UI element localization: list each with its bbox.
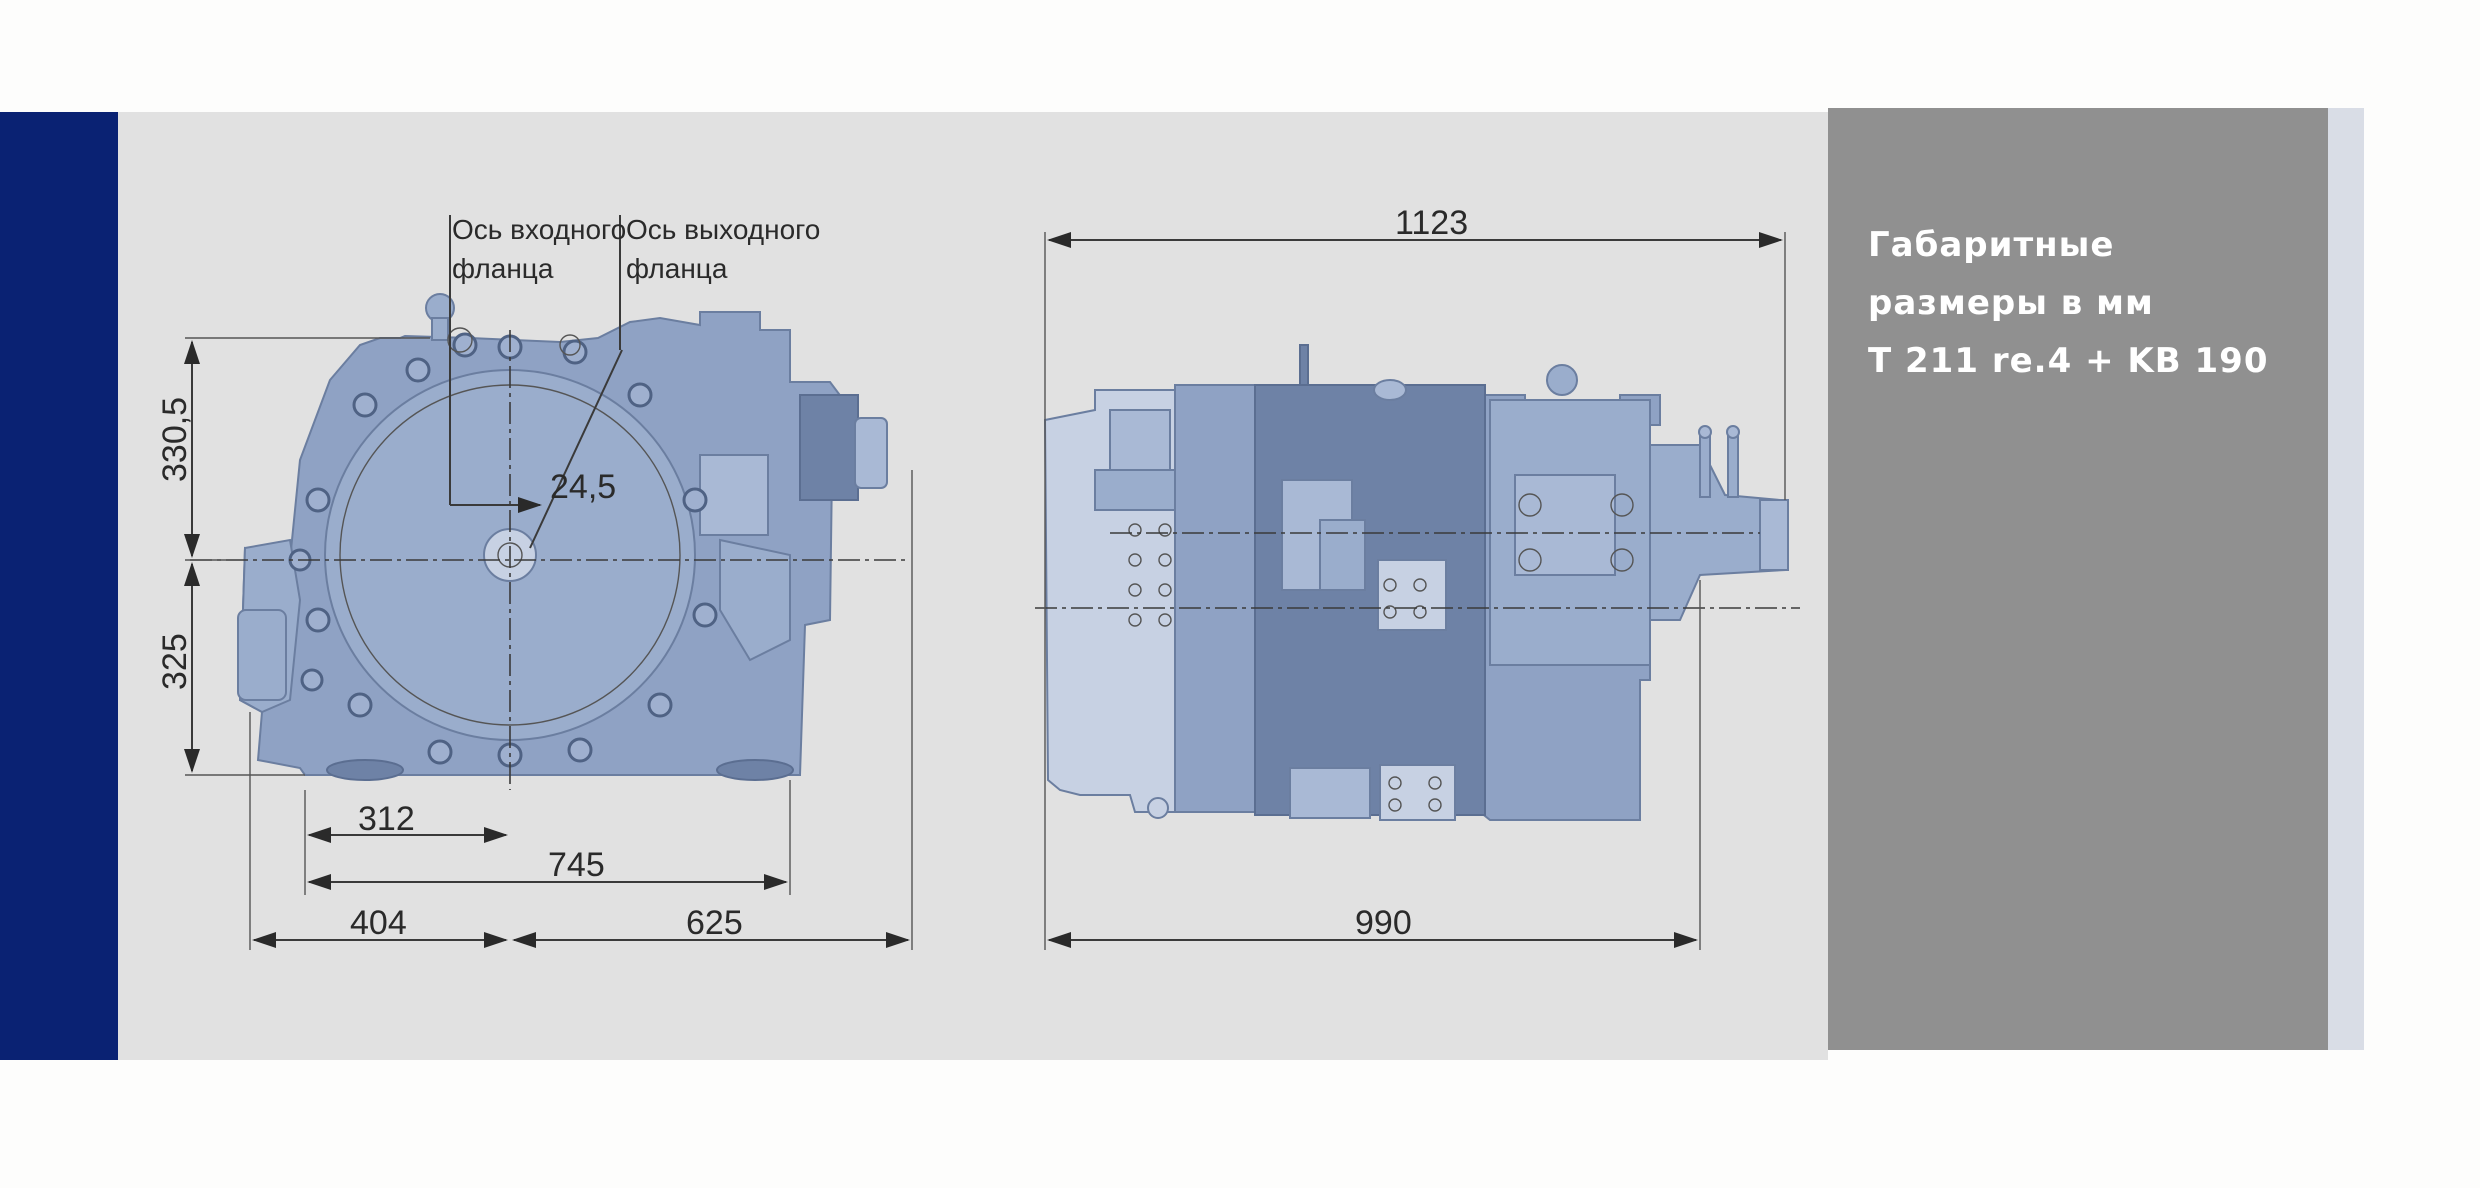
spec-heading: Габаритные размеры в мм T 211 re.4 + KB … — [1868, 216, 2308, 390]
side-panel-edge — [2328, 108, 2364, 1050]
dim-length-1123: 1123 — [1395, 204, 1468, 242]
input-axis-label-line1: Ось входного — [452, 214, 626, 245]
dim-length-990: 990 — [1355, 904, 1412, 942]
dim-width-745: 745 — [548, 846, 605, 884]
heading-line-2: размеры в мм — [1868, 283, 2154, 323]
side-bolt-row — [1128, 523, 1442, 812]
dim-width-404: 404 — [350, 904, 407, 942]
dim-height-330-5: 330,5 — [156, 397, 194, 482]
side-view-gearbox — [1035, 344, 1800, 821]
front-view-gearbox — [190, 293, 910, 790]
heading-line-1: Габаритные — [1868, 225, 2115, 265]
dim-height-325: 325 — [156, 633, 194, 690]
heading-line-3: T 211 re.4 + KB 190 — [1868, 341, 2269, 381]
dim-width-625: 625 — [686, 904, 743, 942]
dim-width-312: 312 — [358, 800, 415, 838]
output-axis-label-line2: фланца — [626, 253, 728, 284]
output-axis-label-line1: Ось выходного — [626, 214, 820, 245]
title-side-panel — [1828, 108, 2328, 1050]
left-accent-bar — [0, 112, 118, 1060]
dim-offset-24-5: 24,5 — [550, 468, 616, 506]
input-axis-label-line2: фланца — [452, 253, 554, 284]
